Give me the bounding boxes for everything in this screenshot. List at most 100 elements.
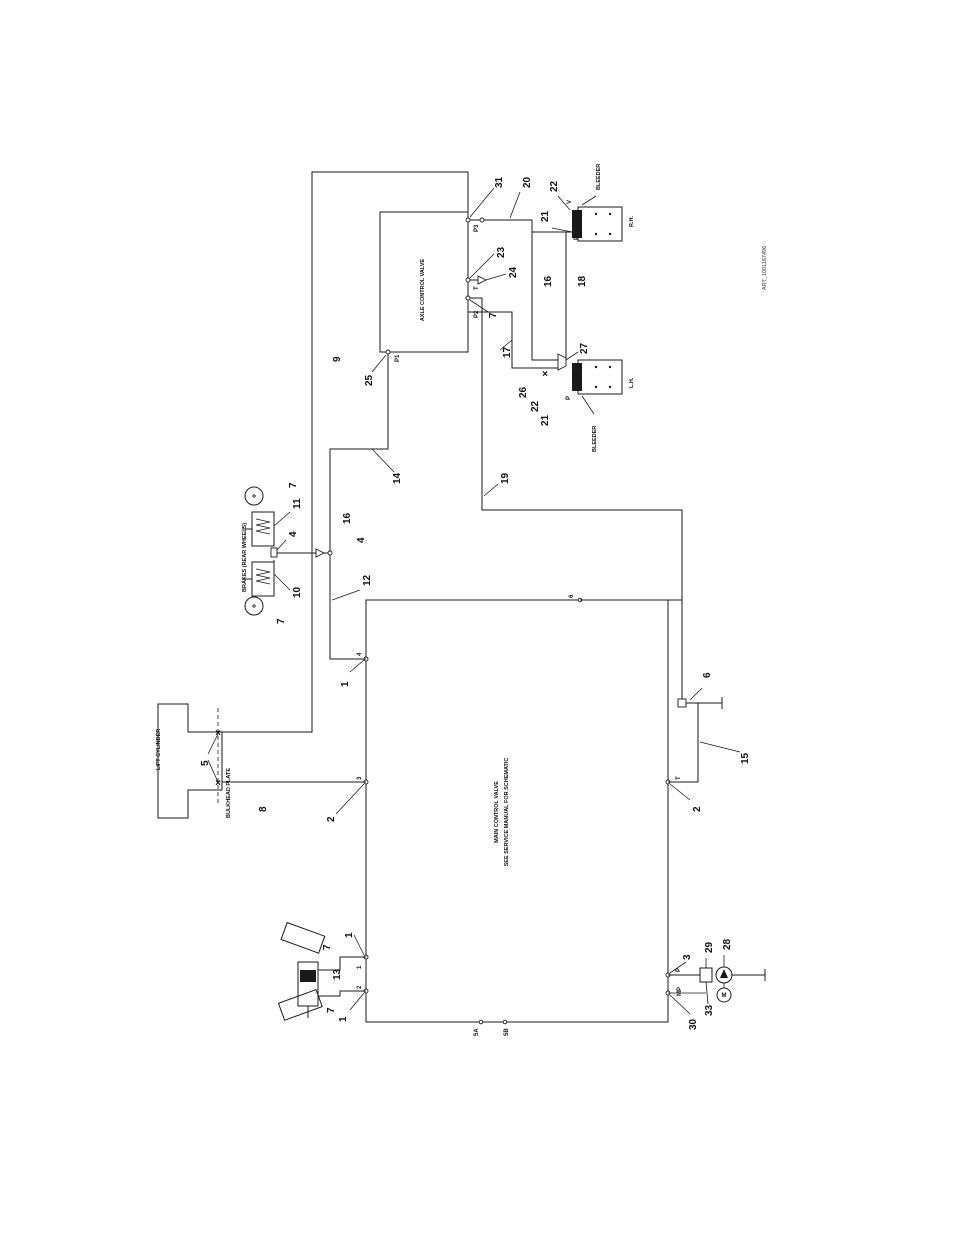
leader-3 (669, 961, 687, 974)
lh-cylinder-bolt-3 (594, 385, 598, 389)
rh-cylinder-bolt-2 (608, 212, 612, 216)
rh-cylinder-head (572, 210, 582, 238)
fitting-7-p2 (465, 295, 471, 301)
callout-1-bottom: 1 (338, 1016, 349, 1022)
leader-21-rh (551, 227, 573, 233)
port-p2-label: P2 (474, 310, 480, 318)
rear-wheel-right (244, 596, 264, 616)
steer-cylinder-barrel (297, 961, 319, 1007)
callout-28: 28 (722, 938, 733, 950)
rh-label: R.H. (629, 216, 635, 227)
port-t-label: T (474, 286, 480, 290)
hose-20 (468, 219, 572, 233)
rh-port-p: P (574, 236, 580, 240)
mcv-port-5a-label: 5A (474, 1028, 480, 1036)
brake-tee-16 (327, 550, 333, 556)
callout-8: 8 (258, 806, 269, 812)
mcv-port-p-label: P (676, 968, 682, 972)
callout-29: 29 (704, 941, 715, 953)
rh-bleeder-label: BLEEDER (596, 164, 602, 190)
brakes-label: BRAKES (REAR WHEELS) (242, 523, 248, 592)
axle-control-valve-label: AXLE CONTROL VALVE (420, 259, 426, 322)
leader-27 (565, 351, 579, 361)
callout-26: 26 (518, 386, 529, 398)
filter-29 (699, 967, 713, 983)
callout-22-lh: 22 (530, 400, 541, 412)
leader-22-rh (557, 195, 571, 211)
callout-7-brake-top: 7 (288, 482, 299, 488)
mcv-port-t-label: T (676, 776, 682, 780)
callout-22-rh: 22 (549, 180, 560, 192)
leader-4-brake (276, 539, 287, 551)
brake-10-housing (251, 561, 275, 597)
callout-21-rh: 21 (540, 210, 551, 222)
callout-11: 11 (292, 498, 303, 509)
leader-33 (705, 981, 709, 1005)
mcv-port-5a (478, 1019, 484, 1025)
hose-14 (329, 352, 389, 555)
callout-9: 9 (332, 356, 343, 362)
lh-label: L.H. (629, 377, 635, 388)
leader-2-top (335, 783, 365, 815)
mcv-port-5b-label: 5B (504, 1028, 510, 1036)
fitting-p3-tee (479, 217, 485, 223)
leader-12 (331, 589, 361, 601)
callout-4-brake: 4 (288, 531, 299, 537)
brake-11-housing (251, 511, 275, 547)
lift-cylinder-label: LIFT CYLINDER (156, 729, 162, 770)
rear-wheel-left-hub (252, 494, 256, 498)
callout-21-lh: 21 (540, 414, 551, 426)
callout-18: 18 (577, 275, 588, 287)
leader-lines (207, 187, 741, 1015)
callout-7-brake-bottom: 7 (276, 618, 287, 624)
steer-tire-top (280, 921, 326, 954)
fitting-25 (385, 349, 391, 355)
callout-1-top: 1 (340, 681, 351, 687)
leader-14 (371, 448, 395, 473)
leader-1-steer (353, 934, 365, 956)
fitting-24-plug (477, 275, 488, 285)
callout-30: 30 (688, 1018, 699, 1030)
leader-5a (207, 733, 219, 755)
callout-3: 3 (682, 954, 693, 960)
main-control-valve-block (365, 599, 669, 1023)
main-control-valve-note: SEE SERVICE MANUAL FOR SCHEMATIC (504, 758, 510, 867)
callout-6: 6 (702, 672, 713, 678)
callout-16-axle: 16 (543, 275, 554, 287)
leader-19 (483, 483, 499, 497)
mcv-port-1-label: 1 (357, 965, 363, 969)
motor-label: M (722, 993, 727, 999)
callout-group: 31 20 22 21 23 24 16 18 7 17 27 26 22 21… (200, 176, 751, 1030)
leader-15 (699, 741, 741, 753)
callout-14: 14 (392, 472, 403, 484)
lh-cylinder-head (572, 363, 582, 391)
callout-25: 25 (364, 374, 375, 386)
callout-10: 10 (292, 586, 303, 598)
hose-19 (468, 297, 683, 703)
pump-arrow (720, 969, 728, 978)
hose-12 (329, 555, 366, 660)
mcv-port-5b (502, 1019, 508, 1025)
callout-19: 19 (500, 472, 511, 484)
art-number: ART_1001167496 (762, 246, 768, 290)
steer-tire-bottom (277, 989, 323, 1021)
lh-cylinder-bolt-4 (608, 385, 612, 389)
rh-cylinder-bolt-4 (608, 232, 612, 236)
rh-bleeder-line (581, 195, 597, 206)
mcv-port-3-label: 3 (357, 776, 363, 780)
brake-11-spring (255, 518, 271, 535)
callout-20: 20 (522, 176, 533, 188)
fitting-26-plug: × (542, 369, 548, 380)
mcv-port-6-label: 6 (569, 594, 575, 598)
leader-25 (371, 354, 387, 373)
leader-1-top (349, 659, 365, 673)
lh-cylinder-bolt-1 (594, 365, 598, 369)
hose-15 (668, 702, 699, 783)
fitting-27-tee (557, 353, 567, 371)
lh-port-p: P (566, 396, 572, 400)
leader-17 (499, 339, 513, 351)
fitting-23 (465, 277, 471, 283)
leader-5b (207, 759, 219, 783)
hose-16-axle (531, 232, 558, 361)
